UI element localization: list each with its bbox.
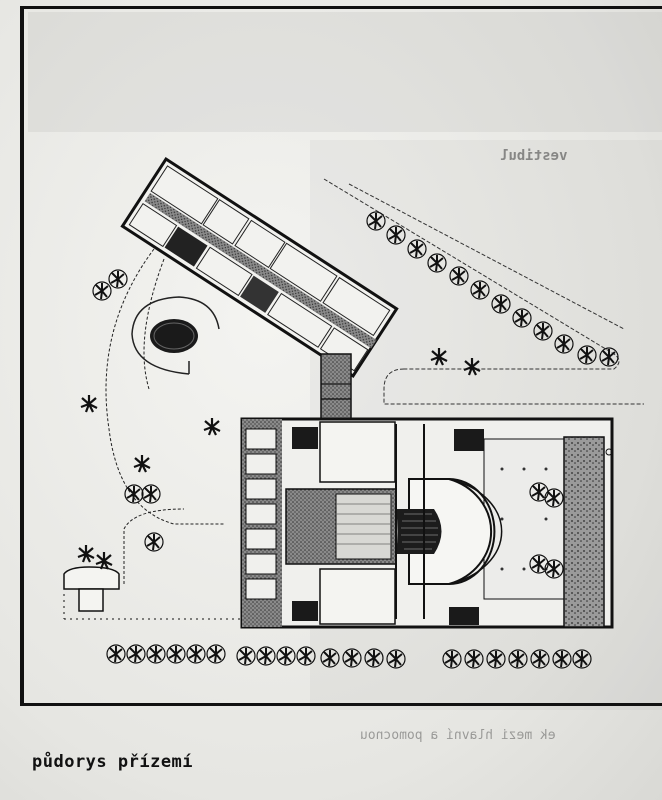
drawing-frame [20, 6, 662, 706]
tree-row-diagonal [366, 211, 619, 367]
link-corridor [320, 353, 352, 425]
ground-floor-plan [63, 156, 644, 669]
office-wing [120, 156, 399, 379]
roundabout [131, 296, 220, 375]
driveway [105, 248, 224, 584]
bleed-through-shadow [28, 12, 662, 132]
car-shelter [63, 566, 120, 612]
tree-row-bottom [106, 644, 592, 669]
plan-caption: půdorys přízemí [32, 752, 194, 772]
main-building [240, 417, 614, 629]
mirrored-bleed-text-bottom: ek mezi hlavní a pomocnou [360, 728, 556, 743]
